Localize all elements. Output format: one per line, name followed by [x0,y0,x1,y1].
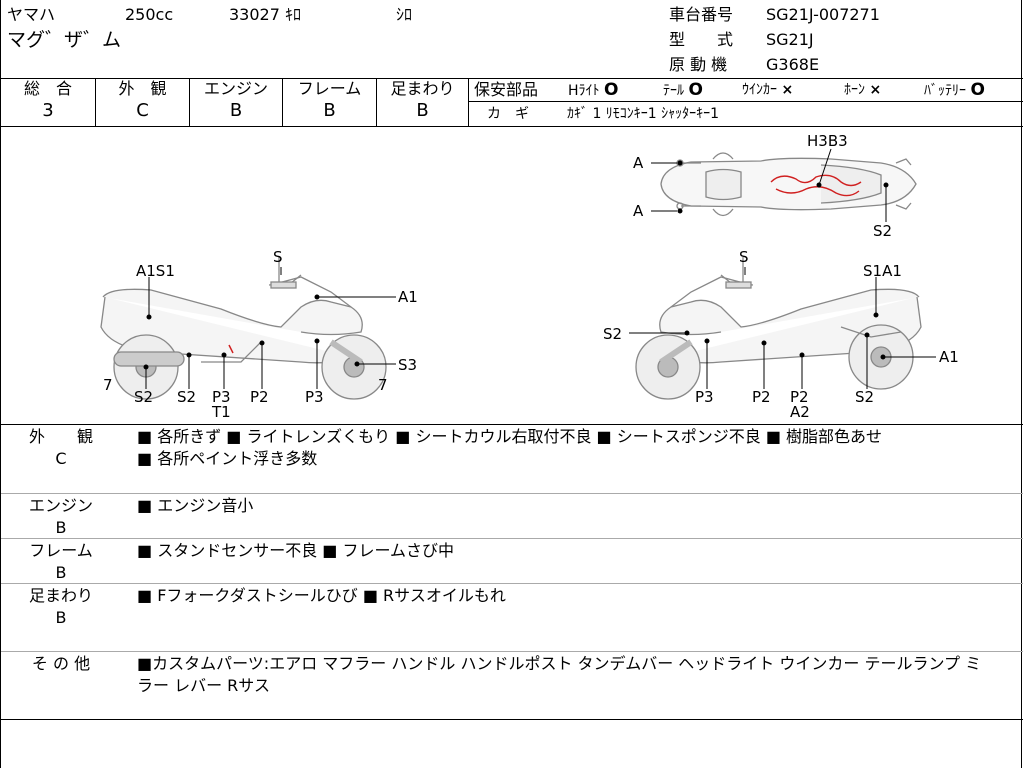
divider [1,493,1023,494]
color: ｼﾛ [396,5,413,24]
label-7: 7 [378,376,388,394]
label-s2: S2 [134,388,153,406]
type-value: SG21J [766,30,814,49]
label-p3: P3 [305,388,324,406]
label-p2: P2 [752,388,771,406]
grade-exterior: C [136,100,149,121]
label-s2: S2 [177,388,196,406]
label-a1s1: A1S1 [136,262,175,280]
scooter-top-view [660,152,917,217]
label-s1a1: S1A1 [863,262,902,280]
label-s2: S2 [873,222,892,240]
grade-frame: B [323,100,336,121]
maker: ヤマハ [7,5,56,24]
label-a2: A2 [790,403,810,421]
remark-exterior-text2: ■ 各所ペイント浮き多数 [137,449,318,468]
type-label: 型 式 [669,30,734,49]
damage-scribble [770,174,862,197]
label-a: A [633,154,644,172]
damage-diagram: A A H3B3 S2 A1S1 S A1 S3 7 7 S2 S2 P3 T1… [100,132,959,421]
remark-engine-text: ■ エンジン音小 [137,496,254,515]
safety-item: Hﾗｲﾄ O [568,80,619,100]
divider [189,78,190,126]
label-s3: S3 [398,356,417,374]
label-a1: A1 [939,348,959,366]
remark-suspension-label: 足まわり [28,586,93,605]
label-h3b3: H3B3 [807,132,848,150]
safety-item: ﾊﾞｯﾃﾘｰ O [924,80,985,100]
divider [468,78,469,126]
safety-item: ｳｲﾝｶｰ × [742,82,794,98]
remark-other-text: ■カスタムパーツ:エアロ マフラー ハンドル ハンドルポスト タンデムバー ヘッ… [137,654,982,673]
displacement: 250cc [125,5,174,24]
key-label: カ ギ [487,106,529,122]
divider [1,651,1023,652]
label-7: 7 [103,376,113,394]
key-list: ｶｷﾞ 1 ﾘﾓｺﾝｷｰ1 ｼｬｯﾀｰｷｰ1 [567,106,720,122]
label-t1: T1 [211,403,231,421]
remark-exterior-label: 外 観 [28,427,93,446]
label-s2: S2 [603,325,622,343]
label-s: S [739,248,749,266]
divider [468,101,1023,102]
divider [282,78,283,126]
frame-no: SG21J-007271 [766,5,880,24]
remark-engine-grade: B [55,518,67,537]
grade-exterior-label: 外 観 [118,79,167,98]
divider [1,126,1023,127]
grade-suspension: B [416,100,429,121]
safety-item: ﾃｰﾙ O [663,80,703,100]
grade-suspension-label: 足まわり [390,79,455,98]
label-s2: S2 [855,388,874,406]
remark-exterior-text: ■ 各所きず ■ ライトレンズくもり ■ シートカウル右取付不良 ■ シートスポ… [137,427,883,446]
engine-value: G368E [766,55,820,74]
divider [376,78,377,126]
remark-frame-label: フレーム [29,541,93,560]
label-a: A [633,202,644,220]
label-p3: P3 [695,388,714,406]
scooter-right-view [635,257,922,400]
label-p2: P2 [250,388,269,406]
grade-engine: B [229,100,243,121]
remark-suspension-text: ■ Fフォークダストシールひび ■ Rサスオイルもれ [137,586,506,605]
label-p3: P3 [212,388,231,406]
divider [1,583,1023,584]
safety-item: ﾎｰﾝ × [844,82,882,98]
grade-frame-label: フレーム [297,79,362,98]
remark-other-label: そ の 他 [31,654,91,673]
safety-label: 保安部品 [474,80,539,99]
engine-label: 原 動 機 [669,55,728,74]
divider [1,538,1023,539]
remark-other-text2: ラー レバー Rサス [137,676,270,695]
divider [1,424,1023,425]
label-a1: A1 [398,288,418,306]
mileage: 33027 ｷﾛ [229,5,301,24]
divider [1,78,1023,79]
label-s: S [273,248,283,266]
label-p2: P2 [790,388,809,406]
frame-no-label: 車台番号 [669,5,734,24]
remark-suspension-grade: B [55,608,67,627]
remark-frame-text: ■ スタンドセンサー不良 ■ フレームさび中 [137,541,455,560]
remark-frame-grade: B [55,563,67,582]
grade-overall: 3 [42,100,54,121]
divider [95,78,96,126]
model-name: マグ゛ザ゛ム [7,29,122,51]
divider [1,719,1023,720]
remark-exterior-grade: C [55,449,67,468]
grade-overall-label: 総 合 [23,79,72,98]
grade-engine-label: エンジン [203,79,268,98]
remark-engine-label: エンジン [28,496,93,515]
